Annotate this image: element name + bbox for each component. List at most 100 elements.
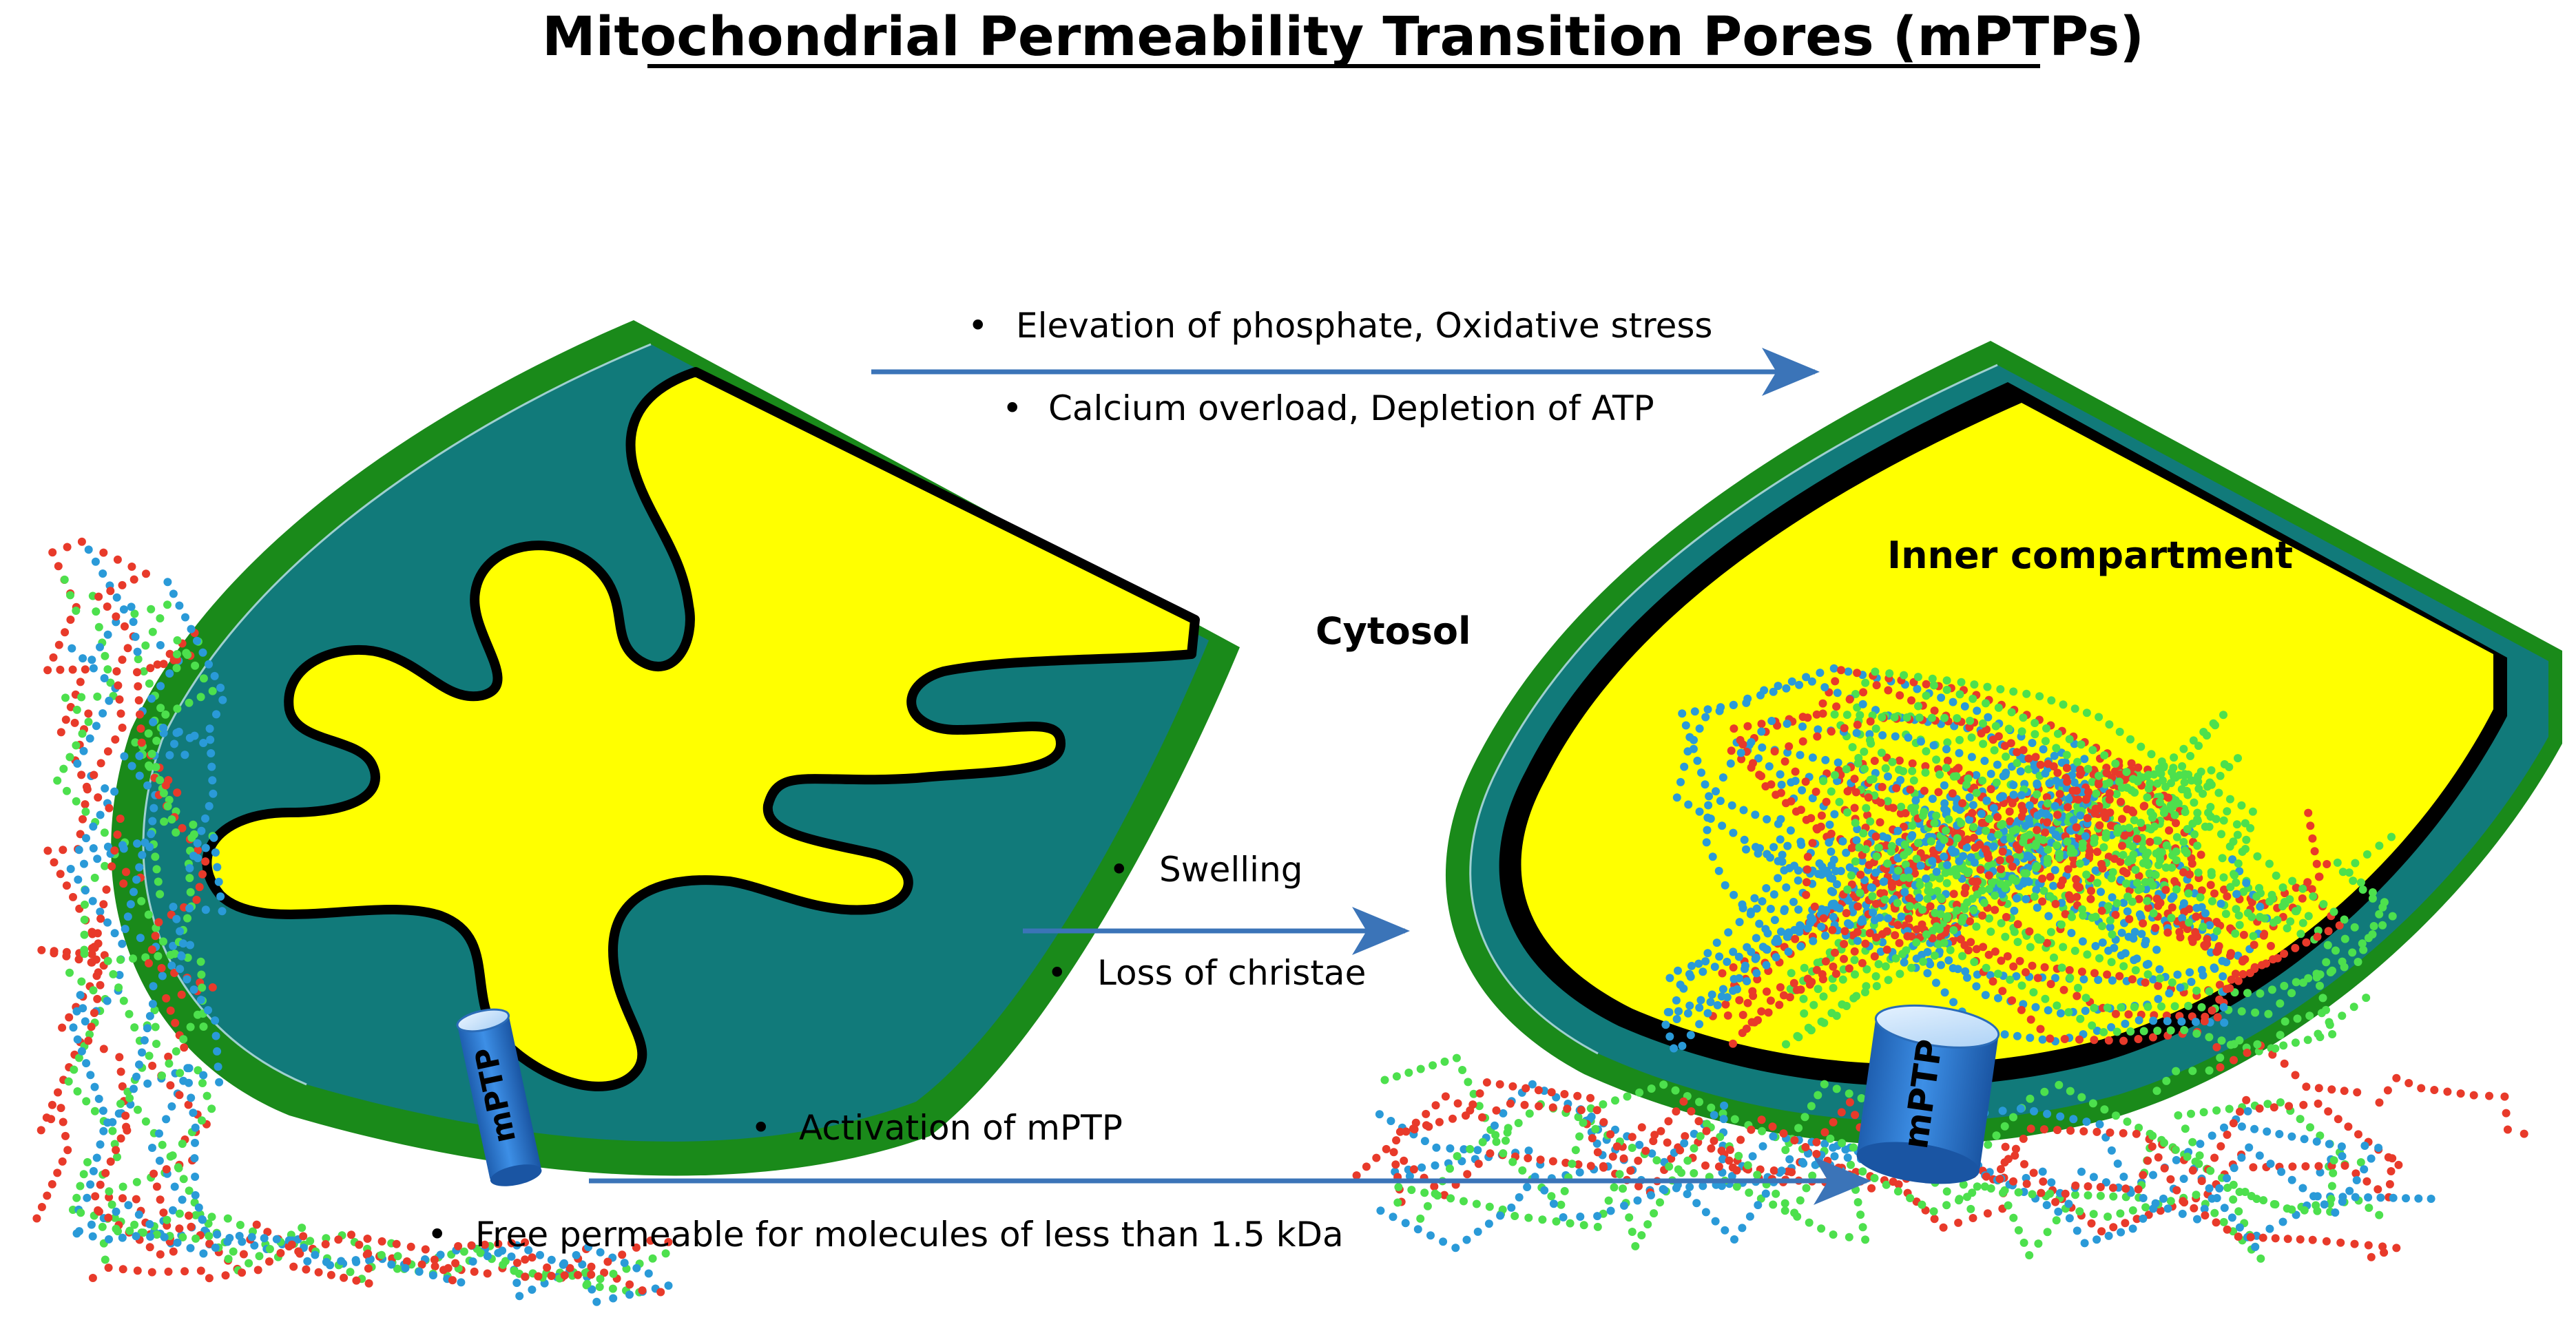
molecule-dot (1695, 807, 1704, 816)
molecule-dot (94, 1206, 103, 1215)
molecule-dot (1927, 713, 1936, 722)
molecule-dot (105, 1235, 113, 1244)
molecule-dot (2066, 844, 2075, 853)
molecule-dot (122, 1122, 131, 1131)
molecule-dot (2065, 966, 2074, 974)
molecule-dot (1586, 1093, 1595, 1102)
molecule-dot (1701, 713, 1710, 722)
molecule-dot (547, 1272, 556, 1280)
molecule-dot (1851, 690, 1860, 698)
molecule-dot (276, 1248, 285, 1257)
molecule-dot (90, 943, 98, 952)
molecule-dot (198, 1079, 207, 1087)
molecule-dot (1769, 1200, 1778, 1209)
molecule-dot (2082, 709, 2091, 717)
molecule-dot (1440, 1057, 1449, 1066)
molecule-dot (1989, 842, 1998, 851)
molecule-dot (661, 1249, 670, 1258)
molecule-dot (2059, 700, 2068, 709)
molecule-dot (2106, 916, 2115, 925)
molecule-dot (2132, 835, 2141, 843)
molecule-dot (1579, 1118, 1588, 1127)
molecule-dot (1942, 914, 1951, 923)
molecule-dot (1690, 1168, 1699, 1177)
molecule-dot (1767, 717, 1776, 725)
molecule-dot (1920, 786, 1929, 795)
molecule-dot (172, 828, 180, 837)
molecule-dot (1851, 1185, 1860, 1194)
molecule-dot (2042, 1201, 2051, 1210)
molecule-dot (2000, 1186, 2009, 1195)
molecule-dot (1840, 940, 1849, 948)
molecule-dot (1833, 689, 1842, 698)
molecule-dot (2051, 830, 2060, 839)
molecule-dot (1997, 956, 2006, 965)
molecule-dot (1831, 867, 1840, 876)
molecule-dot (1960, 889, 1969, 897)
molecule-dot (2314, 1099, 2323, 1108)
molecule-dot (1807, 677, 1816, 686)
molecule-dot (1966, 1204, 1975, 1213)
molecule-dot (145, 1219, 154, 1228)
molecule-dot (2280, 1059, 2289, 1068)
molecule-dot (2165, 826, 2174, 835)
molecule-dot (156, 890, 165, 899)
molecule-dot (1490, 1121, 1499, 1130)
molecule-dot (2117, 928, 2126, 937)
molecule-dot (1647, 1191, 1655, 1199)
molecule-dot (2223, 807, 2232, 816)
molecule-dot (146, 664, 155, 673)
molecule-dot (1694, 959, 1703, 968)
molecule-dot (103, 996, 112, 1005)
molecule-dot (1919, 957, 1928, 966)
molecule-dot (2139, 1171, 2148, 1180)
molecule-dot (1431, 1189, 1440, 1198)
molecule-dot (2064, 803, 2073, 812)
molecule-dot (2046, 1034, 2055, 1043)
molecule-dot (1774, 682, 1783, 691)
molecule-dot (211, 848, 220, 857)
molecule-dot (2043, 818, 2052, 827)
molecule-dot (2111, 759, 2120, 768)
molecule-dot (1845, 1233, 1853, 1241)
molecule-dot (2022, 968, 2030, 976)
molecule-dot (2084, 1182, 2092, 1191)
molecule-dot (1978, 776, 1987, 785)
molecule-dot (2285, 1102, 2294, 1111)
molecule-dot (2159, 1194, 2168, 1203)
molecule-dot (2102, 768, 2111, 777)
molecule-dot (1848, 743, 1857, 752)
molecule-dot (2080, 1239, 2089, 1248)
page-title: Mitochondrial Permeability Transition Po… (542, 6, 2144, 68)
molecule-dot (67, 644, 76, 653)
molecule-dot (2022, 894, 2030, 903)
molecule-dot (96, 981, 105, 989)
molecule-dot (1949, 890, 1958, 899)
molecule-dot (156, 682, 165, 691)
molecule-dot (2172, 847, 2181, 856)
molecule-dot (2038, 1035, 2047, 1044)
molecule-dot (2246, 824, 2255, 832)
molecule-dot (1881, 764, 1890, 773)
molecule-dot (1725, 1146, 1734, 1154)
molecule-dot (1877, 748, 1886, 757)
molecule-dot (116, 709, 125, 718)
molecule-dot (1699, 1182, 1707, 1191)
molecule-dot (2205, 778, 2214, 787)
molecule-dot (1802, 673, 1811, 682)
molecule-dot (2096, 1191, 2105, 1200)
molecule-dot (2338, 1152, 2347, 1161)
molecule-dot (1510, 1212, 1519, 1220)
molecule-dot (656, 1288, 665, 1297)
molecule-dot (2249, 1163, 2258, 1172)
molecule-dot (239, 1250, 248, 1259)
molecule-dot (2181, 846, 2190, 855)
molecule-dot (1829, 1118, 1838, 1126)
molecule-dot (1652, 1156, 1661, 1165)
molecule-dot (2235, 921, 2244, 930)
molecule-dot (152, 763, 160, 771)
molecule-dot (181, 613, 189, 622)
molecule-dot (139, 667, 148, 675)
molecule-dot (1878, 783, 1887, 791)
molecule-dot (1395, 1127, 1404, 1136)
